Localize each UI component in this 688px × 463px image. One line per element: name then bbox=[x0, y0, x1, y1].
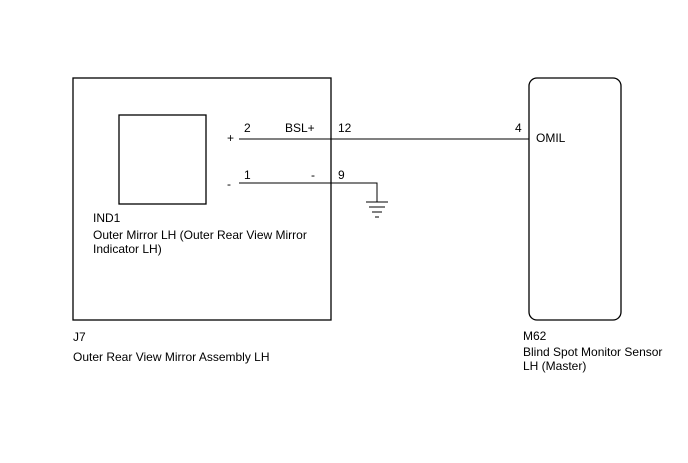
sensor-box bbox=[528, 77, 622, 321]
assembly-connector: J7 bbox=[73, 330, 86, 344]
assembly-pin-ground: 9 bbox=[338, 168, 345, 182]
ground-wire bbox=[239, 182, 378, 202]
indicator-code: IND1 bbox=[93, 211, 121, 225]
assembly-name: Outer Rear View Mirror Assembly LH bbox=[73, 350, 270, 364]
sensor-name-line1: Blind Spot Monitor Sensor bbox=[523, 345, 662, 359]
ground-symbol-icon bbox=[366, 201, 388, 218]
mirror-assembly-box bbox=[72, 77, 332, 321]
indicator-box bbox=[118, 114, 207, 205]
ground-wire-name: - bbox=[311, 168, 315, 182]
signal-wire-name: BSL+ bbox=[285, 121, 315, 135]
indicator-pin-minus: 1 bbox=[244, 168, 251, 182]
sensor-connector: M62 bbox=[523, 329, 547, 343]
indicator-name-line2: Indicator LH) bbox=[93, 242, 162, 256]
indicator-pin-plus: 2 bbox=[244, 121, 251, 135]
sensor-terminal-name: OMIL bbox=[536, 131, 566, 145]
indicator-name-line1: Outer Mirror LH (Outer Rear View Mirror bbox=[93, 228, 307, 242]
assembly-pin-signal: 12 bbox=[338, 121, 352, 135]
indicator-minus-sign: - bbox=[227, 177, 231, 191]
sensor-pin: 4 bbox=[515, 121, 522, 135]
sensor-name-line2: LH (Master) bbox=[523, 359, 586, 373]
indicator-plus-sign: + bbox=[227, 131, 234, 145]
